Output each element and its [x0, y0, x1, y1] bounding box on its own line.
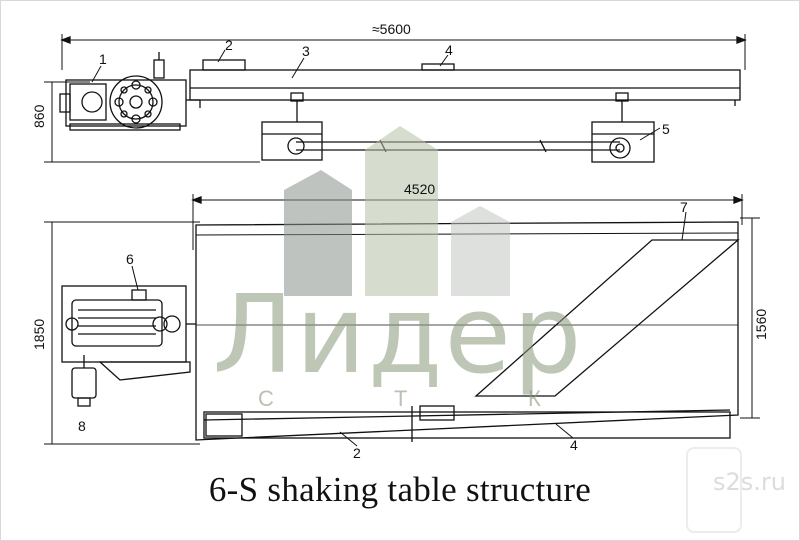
watermark-building — [284, 126, 510, 296]
dim-height: 860 — [31, 104, 47, 128]
part-5: 5 — [662, 121, 670, 137]
watermark-letter-t: Т — [394, 386, 407, 411]
dim-width: 1850 — [31, 319, 47, 350]
part-8: 8 — [78, 418, 86, 434]
front-support — [261, 92, 323, 161]
part-2-top: 2 — [225, 37, 233, 53]
motor — [71, 355, 97, 407]
site-watermark-box — [686, 447, 742, 533]
rear-support — [591, 92, 655, 163]
part-3: 3 — [302, 43, 310, 59]
watermark-brand: Лидер — [212, 273, 583, 398]
plan-view — [44, 194, 760, 447]
site-watermark: s2s.ru — [713, 468, 786, 496]
part-4-bottom: 4 — [570, 437, 578, 453]
part-4-top: 4 — [445, 42, 453, 58]
part-2-bottom: 2 — [353, 445, 361, 461]
head-motion-plan — [61, 285, 196, 381]
figure-caption: 6-S shaking table structure — [208, 470, 592, 509]
watermark-letter-c: С — [258, 386, 274, 411]
dim-deck-length: 4520 — [404, 181, 435, 197]
dim-overall-length: ≈5600 — [372, 21, 411, 37]
head-motion-drive — [59, 52, 200, 131]
dim-deck-width: 1560 — [753, 309, 769, 340]
watermark-letter-k: К — [528, 386, 541, 411]
part-1: 1 — [99, 51, 107, 67]
part-7: 7 — [680, 199, 688, 215]
elevation-view — [44, 34, 747, 163]
part-6: 6 — [126, 251, 134, 267]
deck-side — [189, 59, 741, 108]
